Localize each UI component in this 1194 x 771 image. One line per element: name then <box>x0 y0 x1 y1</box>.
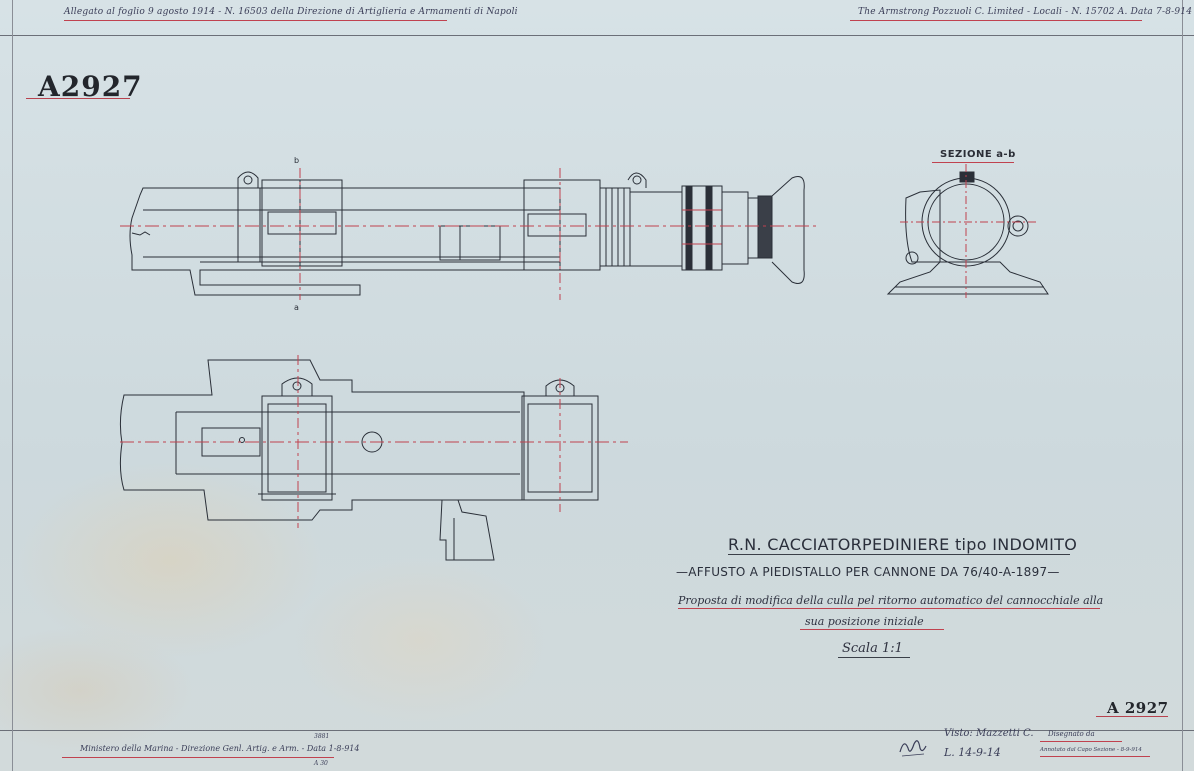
cradle-body-plan <box>119 359 525 521</box>
footer-ministry-note: Ministero della Marina - Direzione Genl.… <box>80 744 360 753</box>
footer-visto: Visto: Mazzetti C. <box>944 728 1034 739</box>
title-scale-underline <box>838 657 910 658</box>
section-label-underline <box>932 162 1014 163</box>
header-right-note: The Armstrong Pozzuoli C. Limited - Loca… <box>858 7 1193 17</box>
frame-left-line <box>12 0 13 771</box>
drawing-code-small-underline <box>1096 716 1168 717</box>
section-label: SEZIONE a-b <box>940 149 1016 160</box>
footer-visto-date: L. 14-9-14 <box>944 746 1001 759</box>
header-left-note: Allegato al foglio 9 agosto 1914 - N. 16… <box>64 7 518 17</box>
telescope-rings-side <box>681 185 723 271</box>
drawing-code-small: A 2927 <box>1107 699 1169 717</box>
recoil-spring-side <box>599 187 631 267</box>
drawing-code-underline <box>26 98 130 99</box>
section-marker-a: a <box>294 303 299 312</box>
cradle-body-side <box>129 187 561 296</box>
footer-ministry-underline <box>62 757 334 758</box>
title-proposal: Proposta di modifica della culla pel rit… <box>678 594 1104 607</box>
drawing-code: A2927 <box>38 70 143 103</box>
title-vessel-underline <box>728 554 1070 555</box>
header-right-underline <box>850 20 1142 21</box>
footer-approval-underline <box>1040 756 1150 757</box>
section-marker-b: b <box>294 156 299 165</box>
title-proposal-cont: sua posizione iniziale <box>805 615 924 628</box>
footer-approval: Annotato dal Capo Sezione - 8-9-914 <box>1040 747 1142 753</box>
footer-ministry-ref-top: 3881 <box>314 733 330 740</box>
support-bracket-plan <box>439 499 495 561</box>
signature-mark <box>899 740 927 757</box>
left-clamp-side <box>261 179 343 267</box>
frame-right-line <box>1182 0 1183 771</box>
lug-left <box>905 251 919 265</box>
side-elevation-view <box>120 168 820 300</box>
frame-top-line <box>0 35 1194 36</box>
eyepiece-side <box>721 176 805 284</box>
title-mount: —AFFUSTO A PIEDISTALLO PER CANNONE DA 76… <box>676 565 1060 579</box>
telescope-tube-side <box>629 191 683 267</box>
title-proposal-cont-underline <box>800 629 944 630</box>
left-clamp-plan <box>261 395 333 501</box>
pedestal-base-section <box>886 261 1049 295</box>
title-vessel: R.N. CACCIATORPEDINIERE tipo INDOMITO <box>728 535 1078 554</box>
frame-bottom-line <box>0 730 1194 731</box>
title-proposal-underline <box>678 608 1100 609</box>
section-view <box>886 164 1049 298</box>
title-scale: Scala 1:1 <box>842 641 903 656</box>
plan-view <box>119 355 628 561</box>
break-line-side <box>131 231 151 236</box>
lug-right <box>1007 215 1029 237</box>
footer-disegnato-underline <box>1040 741 1122 742</box>
lifting-eye-left-side <box>237 171 259 188</box>
footer-disegnato: Disegnato da <box>1048 730 1095 738</box>
header-left-underline <box>64 20 447 21</box>
footer-ministry-ref-bottom: A 30 <box>314 760 328 767</box>
